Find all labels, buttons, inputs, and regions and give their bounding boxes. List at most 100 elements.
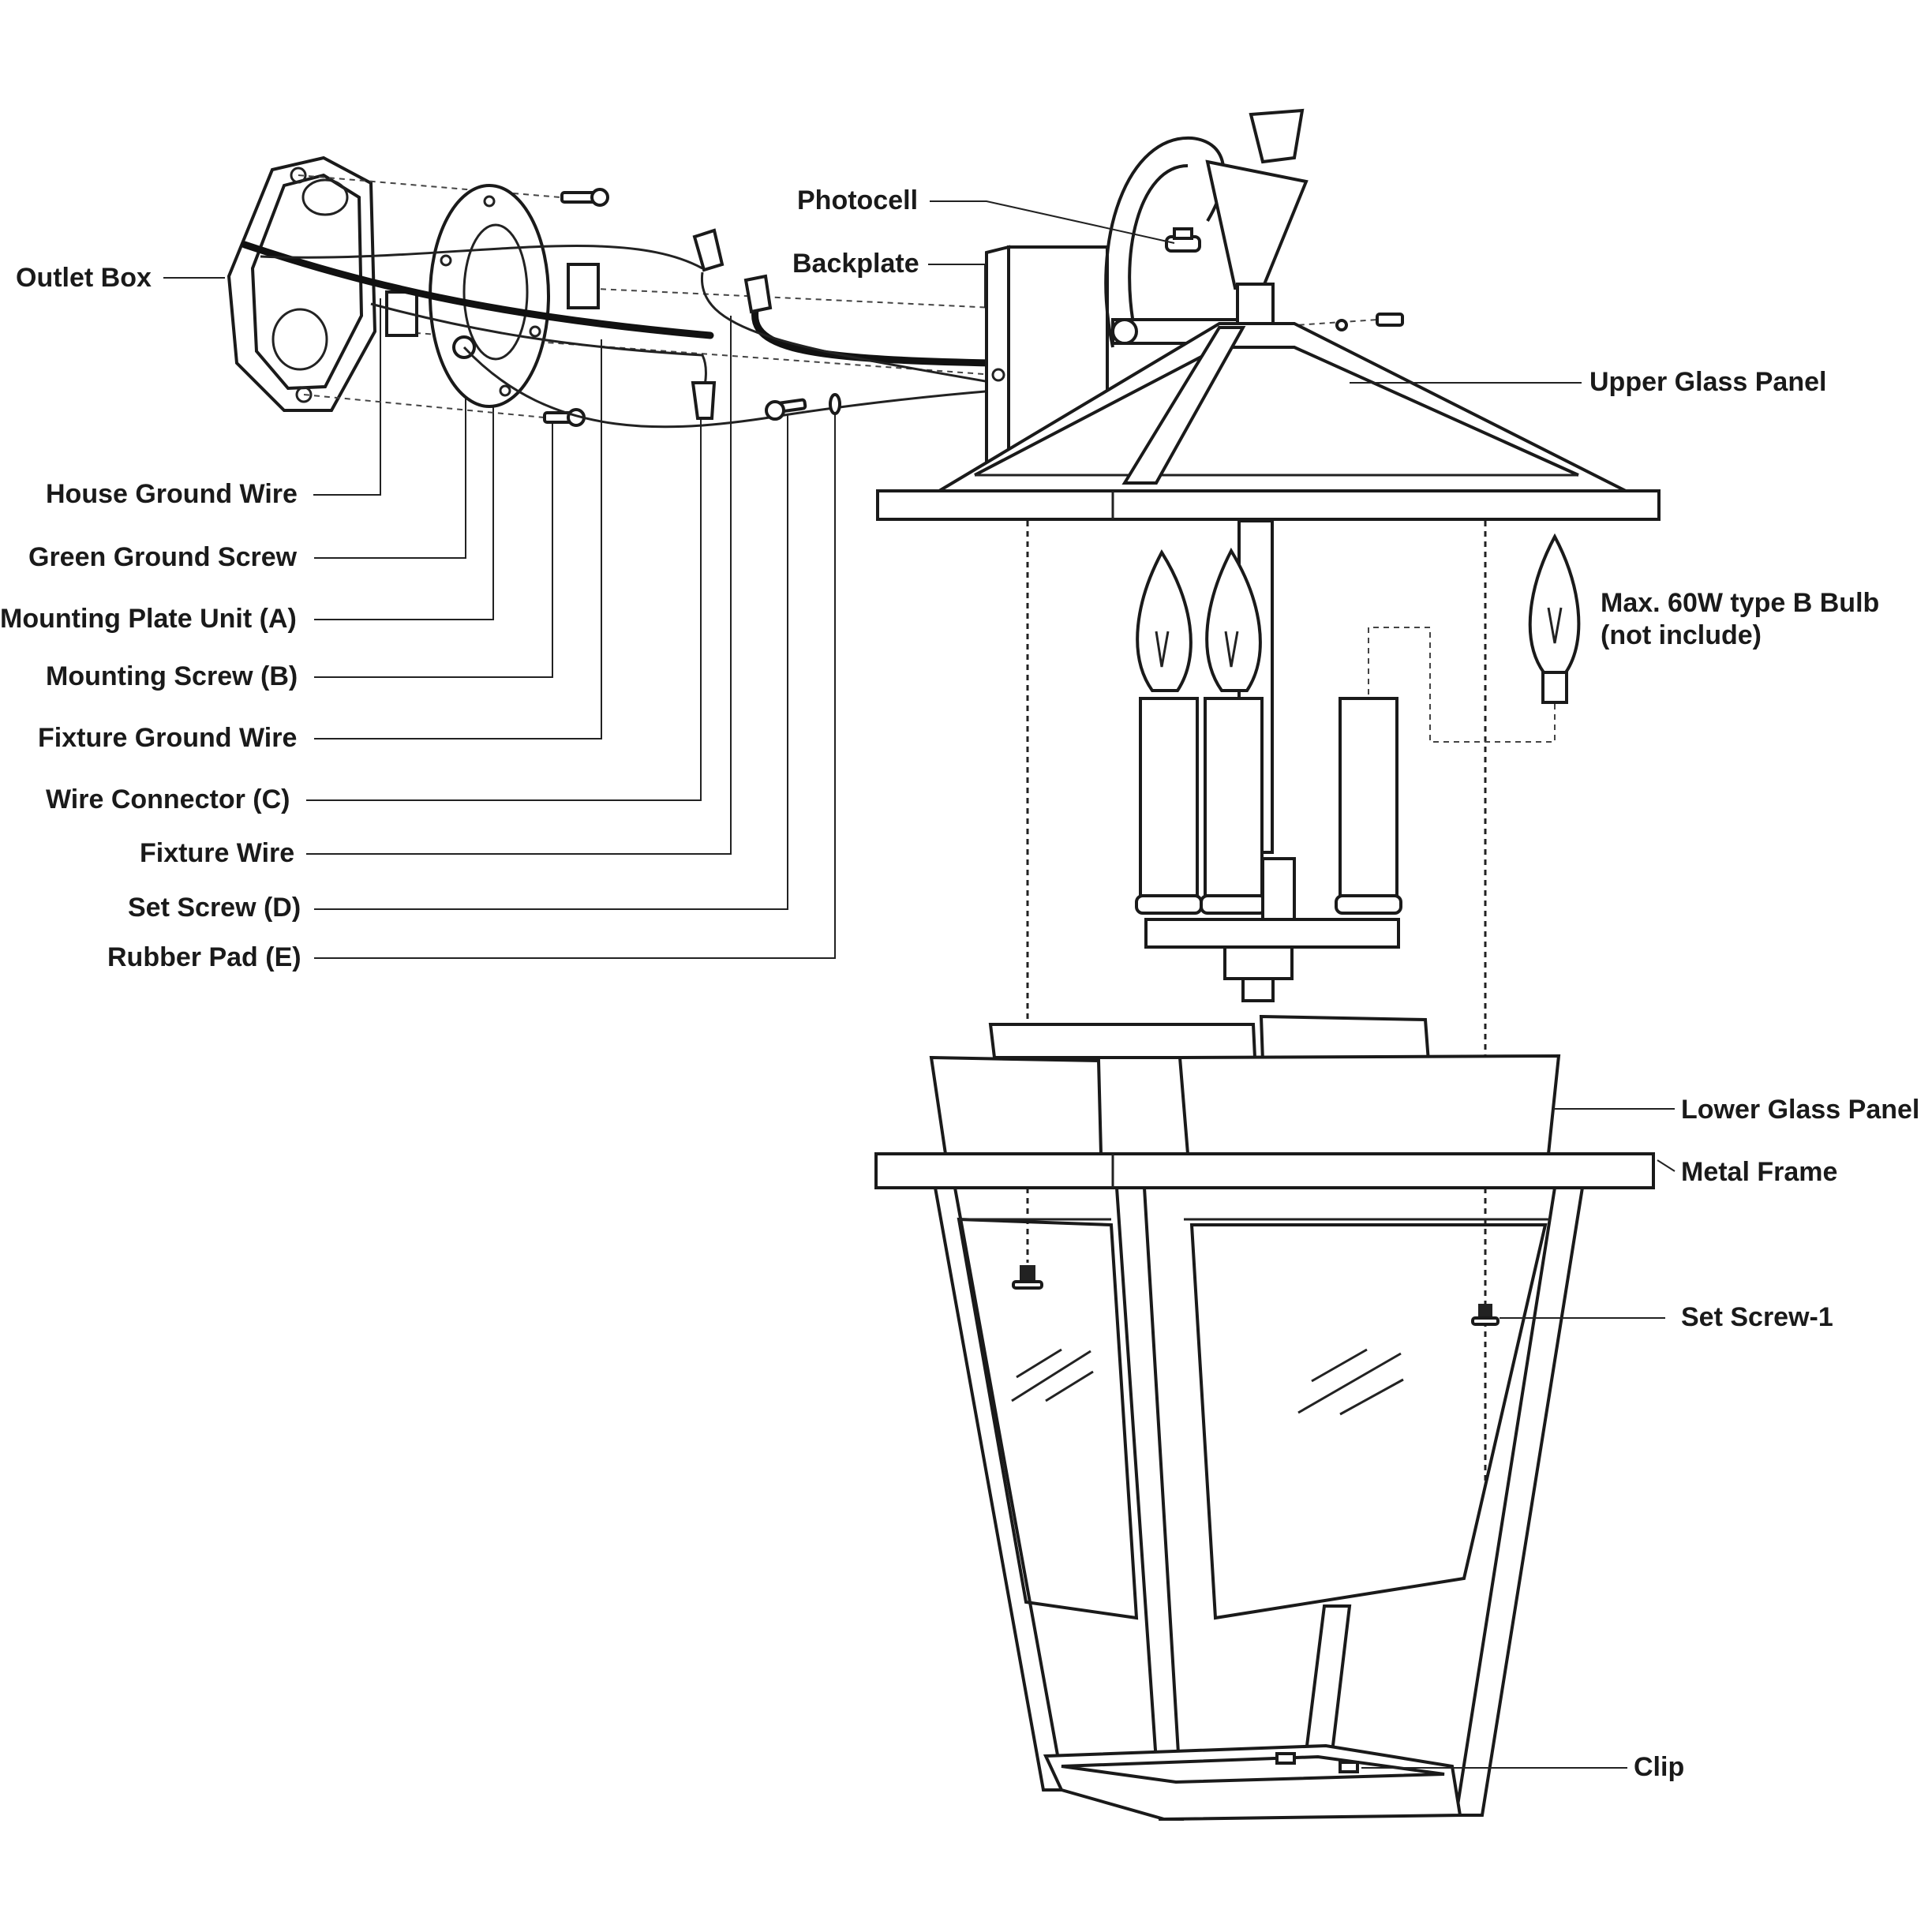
backplate-set-screw (1335, 313, 1404, 331)
fixture-black-wire (751, 296, 998, 367)
rubber-pad-part (829, 393, 841, 415)
outlet-box-body (227, 155, 377, 412)
lower-glass-panel-part (929, 1014, 1561, 1155)
dash-plate-to-backplate (579, 287, 995, 309)
bulb-2-filament (1224, 631, 1239, 668)
mounting-plate-bracket-right (567, 263, 600, 309)
dash-ground-to-backplate (394, 331, 995, 376)
leader-metal-frame (1657, 1159, 1676, 1172)
mounting-plate-slot-3 (440, 254, 452, 267)
house-white-wire (260, 245, 703, 270)
leader-wire-connector (306, 414, 702, 801)
leader-backplate (928, 264, 986, 308)
leader-green-ground-screw (314, 347, 466, 559)
arm-curve-inner (1128, 164, 1189, 340)
loose-bulb-base (1541, 671, 1568, 704)
label-mounting-screw: Mounting Screw (B) (46, 661, 298, 691)
roof-inner (974, 346, 1579, 477)
upper-glass-panel-part (876, 322, 1661, 521)
label-mounting-plate-unit: Mounting Plate Unit (A) (0, 604, 297, 634)
outlet-box-screw-hole-top (290, 167, 307, 184)
candle-sleeve-1 (1139, 697, 1199, 897)
candelabra (1026, 519, 1556, 1484)
glare-right-2 (1297, 1352, 1402, 1414)
frame-leg-left (933, 1186, 1066, 1792)
fixture-ground-wire-line (462, 346, 995, 429)
label-house-ground-wire: House Ground Wire (46, 479, 298, 509)
label-fixture-wire: Fixture Wire (140, 838, 294, 868)
mounting-plate-slot-4 (529, 325, 541, 338)
fixture-white-wire (700, 271, 995, 384)
photocell-part (1165, 227, 1201, 253)
mounting-plate-slot-2 (499, 384, 511, 397)
backplate-body (985, 245, 1010, 468)
frame-leg-center (1114, 1186, 1185, 1821)
candle-sleeve-2 (1204, 697, 1264, 897)
roof-brim (876, 489, 1661, 521)
label-bulb-line-1: Max. 60W type B Bulb (1601, 588, 1879, 618)
outlet-box-screw-hole-bottom (295, 386, 313, 403)
leader-mounting-plate-unit (314, 402, 494, 620)
frame-top-brim (874, 1152, 1655, 1189)
right-leader-lines (928, 200, 1676, 1769)
candle-cup-2 (1200, 894, 1267, 915)
wire-connector-2 (743, 274, 773, 314)
set-screw-1-left (1012, 1265, 1043, 1290)
mounting-plate-center-hole (462, 223, 529, 361)
alignment-dashes (298, 174, 1378, 419)
house-black-wire (241, 241, 714, 339)
loose-bulb-glass (1528, 533, 1581, 674)
set-screw-1-right (1471, 1304, 1500, 1326)
clip-left (1275, 1752, 1296, 1765)
set-screws-1 (1012, 1265, 1500, 1326)
outlet-box-knockout-bottom (271, 308, 328, 371)
leader-fixture-wire (306, 316, 732, 855)
lower-glass-front-right (1178, 1054, 1561, 1155)
label-backplate: Backplate (792, 249, 919, 279)
lower-glass-back-right (1259, 1014, 1431, 1063)
candle-cup-3 (1335, 894, 1402, 915)
right-labels: Photocell Backplate Upper Glass Panel Ma… (792, 185, 1919, 1782)
glare-right-3 (1339, 1378, 1404, 1416)
candle-cup-1 (1135, 894, 1203, 915)
outlet-box-knockout-top (301, 178, 349, 216)
label-clip: Clip (1634, 1752, 1684, 1782)
leader-mounting-screw (314, 418, 553, 678)
candle-sleeve-3 (1339, 697, 1398, 897)
cluster-tail (1241, 977, 1275, 1002)
bulb-2 (1205, 547, 1262, 692)
label-bulb-line-2: (not include) (1601, 620, 1762, 650)
leader-photocell (930, 200, 1175, 244)
cluster-arm (1144, 918, 1400, 949)
dash-outlet-bottom (303, 394, 553, 419)
label-fixture-ground-wire: Fixture Ground Wire (38, 723, 297, 753)
label-set-screw-1: Set Screw-1 (1681, 1302, 1833, 1332)
mounting-screw-top (560, 188, 609, 207)
frame-bottom-tray (1043, 1743, 1462, 1822)
hanger-neck (1236, 283, 1275, 327)
dash-outlet-top (298, 174, 561, 198)
arm-curve (1104, 136, 1226, 348)
leader-rubber-pad (314, 414, 836, 959)
set-screw-d-part (765, 398, 807, 421)
frame-pane-left (957, 1217, 1139, 1620)
glare-left-2 (1011, 1350, 1091, 1402)
label-green-ground-screw: Green Ground Screw (28, 542, 298, 572)
wire-connector-1 (692, 228, 724, 272)
wire-connectors (691, 228, 773, 420)
lower-glass-front-left (929, 1055, 1103, 1155)
wire-connector-3 (691, 381, 717, 420)
mounting-plate-slot-1 (483, 195, 496, 208)
hanger-top (1205, 159, 1309, 290)
mounting-plate (385, 184, 600, 408)
label-upper-glass-panel: Upper Glass Panel (1589, 367, 1826, 397)
glare-left-1 (1016, 1348, 1062, 1379)
leader-fixture-ground-wire (314, 339, 602, 739)
hanger-loop (1249, 108, 1305, 164)
wires (241, 241, 998, 429)
left-labels: Outlet Box House Ground Wire Green Groun… (0, 263, 301, 972)
loose-bulb (1528, 533, 1581, 704)
frame-leg-back (1304, 1604, 1352, 1754)
label-wire-connector: Wire Connector (C) (46, 784, 290, 814)
